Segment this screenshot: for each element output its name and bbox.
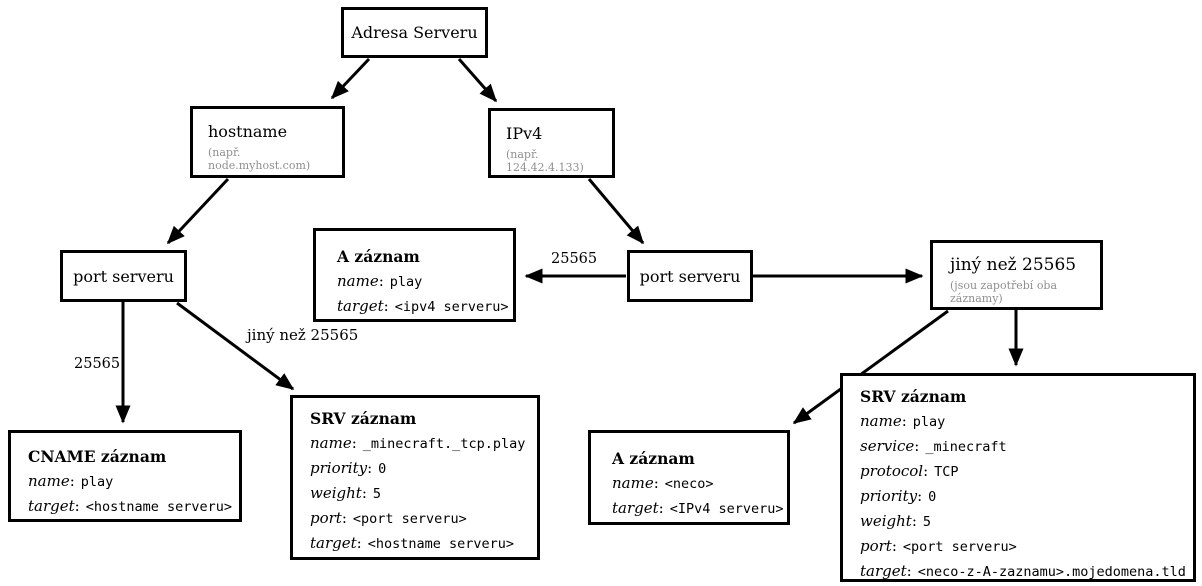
record-field: name:<neco> — [612, 474, 714, 492]
record-field: target:<IPv4 serveru> — [612, 499, 784, 517]
record-field: port:<port serveru> — [310, 509, 467, 527]
node-port-serveru-right: port serveru — [627, 250, 753, 302]
record-field: weight:5 — [310, 484, 382, 502]
record-title: A záznam — [337, 247, 420, 266]
record-title: A záznam — [612, 449, 695, 468]
record-field: name:play — [28, 472, 114, 490]
node-hostname: hostname (např. node.myhost.com) — [190, 106, 345, 178]
edge-jiny-to-a-dole — [792, 309, 949, 425]
edge-adresa-to-ipv4 — [457, 58, 498, 103]
record-srv-zaznam-right: SRV záznam name:play service:_minecraft … — [840, 373, 1196, 582]
edge-label-port-left-25565: 25565 — [74, 356, 121, 372]
node-title: IPv4 — [506, 124, 543, 143]
record-field: priority:0 — [860, 487, 937, 505]
edge-port-left-to-srv-left — [176, 301, 295, 391]
edge-label-port-left-jiny: jiný než 25565 — [247, 326, 359, 344]
record-field: target:<hostname serveru> — [310, 534, 515, 552]
node-subtitle: (např. node.myhost.com) — [208, 146, 311, 172]
node-title: jiný než 25565 — [950, 255, 1077, 275]
record-field: name:play — [337, 272, 423, 290]
record-field: weight:5 — [860, 512, 932, 530]
node-ipv4: IPv4 (např. 124.42.4.133) — [488, 108, 615, 178]
edge-ipv4-to-port-right — [587, 178, 645, 245]
record-field: port:<port serveru> — [860, 537, 1017, 555]
record-srv-zaznam-left: SRV záznam name:_minecraft._tcp.play pri… — [290, 395, 540, 560]
record-field: target:<neco-z-A-zaznamu>.mojedomena.tld — [860, 562, 1186, 580]
record-cname-zaznam: CNAME záznam name:play target:<hostname … — [8, 430, 242, 522]
record-field: target:<hostname serveru> — [28, 497, 233, 515]
record-title: SRV záznam — [310, 409, 417, 428]
edge-label-port-right-25565: 25565 — [551, 251, 598, 267]
node-adresa-serveru: Adresa Serveru — [341, 7, 488, 58]
node-subtitle: (jsou zapotřebí oba záznamy) — [950, 279, 1058, 305]
record-a-zaznam-dole: A záznam name:<neco> target:<IPv4 server… — [588, 430, 790, 525]
record-title: SRV záznam — [860, 387, 967, 406]
record-field: name:play — [860, 412, 946, 430]
record-field: priority:0 — [310, 459, 387, 477]
node-title: Adresa Serveru — [351, 23, 478, 42]
node-title: port serveru — [639, 266, 741, 286]
edge-hostname-to-port-left — [166, 177, 230, 245]
record-field: name:_minecraft._tcp.play — [310, 434, 526, 452]
node-title: hostname — [208, 122, 288, 141]
node-jiny-nez-25565: jiný než 25565 (jsou zapotřebí oba zázna… — [930, 240, 1103, 310]
node-title: port serveru — [73, 266, 174, 286]
node-subtitle: (např. 124.42.4.133) — [506, 148, 584, 174]
record-field: service:_minecraft — [860, 437, 1007, 455]
node-port-serveru-left: port serveru — [60, 250, 187, 302]
record-field: protocol:TCP — [860, 462, 959, 480]
edge-adresa-to-hostname — [330, 57, 371, 100]
record-a-zaznam-stred: A záznam name:play target:<ipv4 serveru> — [313, 228, 516, 322]
record-field: target:<ipv4 serveru> — [337, 297, 509, 315]
record-title: CNAME záznam — [28, 447, 167, 466]
